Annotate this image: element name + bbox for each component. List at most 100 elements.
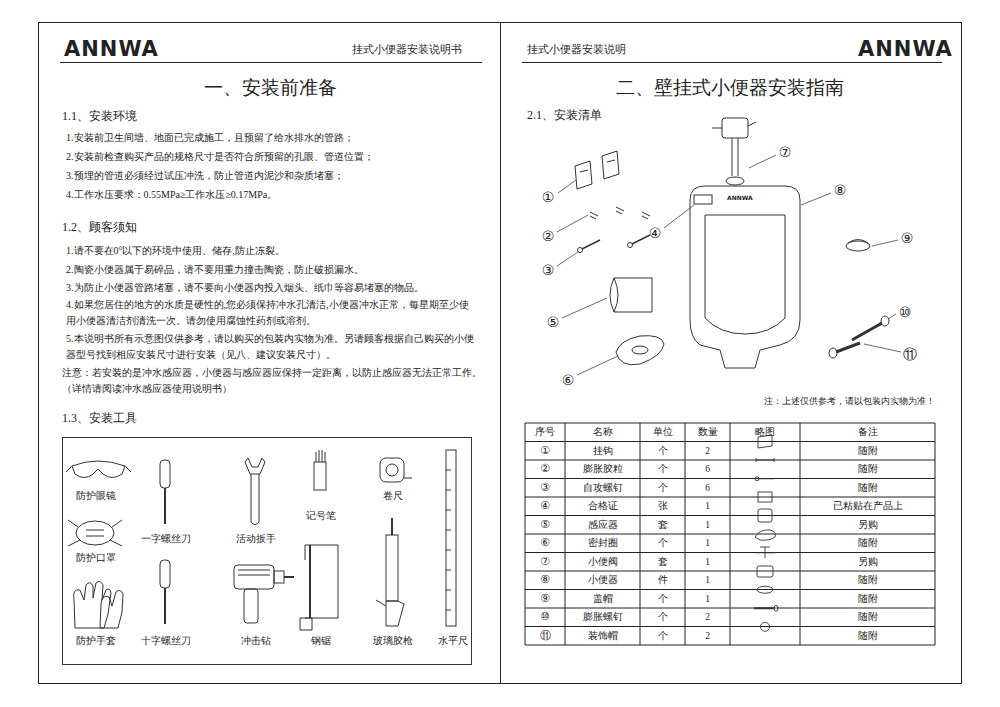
tool-label: 防护口罩 [56, 552, 136, 565]
tool-label: 钢锯 [281, 635, 361, 648]
body-text: 5.本说明书所有示意图仅供参考，请以购买的包装内实物为准。另请顾客根据自己购买的… [66, 331, 476, 363]
tool-drawings [74, 581, 111, 628]
leader-lines [558, 180, 576, 193]
tool-drawings [164, 488, 166, 524]
parts-illustration [726, 177, 744, 185]
table-cell: 随附 [800, 590, 935, 609]
table-cell: 随附 [800, 460, 935, 479]
parts-illustration [632, 235, 650, 244]
tool-drawings [404, 478, 412, 479]
tool-label: 防护眼镜 [56, 490, 136, 503]
tool-drawings [305, 545, 338, 618]
parts-illustration [690, 186, 800, 368]
table-cell: 个 [640, 590, 685, 609]
table-icons [757, 566, 773, 577]
tool-label: 记号笔 [281, 510, 361, 523]
parts-illustration [575, 161, 592, 189]
tool-label: 防护手套 [56, 635, 136, 648]
tools-frame: 防护眼镜防护口罩防护手套一字螺丝刀十字螺丝刀活动扳手冲击钻记号笔钢锯卷尺玻璃胶枪… [62, 437, 472, 665]
table-cell: 个 [640, 479, 685, 498]
tool-label: 卷尺 [353, 490, 433, 503]
table-icons [755, 530, 775, 540]
tool-label: 活动扳手 [216, 533, 296, 546]
table-cell: 随附 [800, 571, 935, 590]
body-text: 4.如果您居住的地方的水质是硬性的,您必须保持冲水孔清洁,小便器冲水正常，每星期… [66, 297, 476, 329]
table-icons [756, 458, 774, 462]
table-cell: ④ [525, 497, 565, 516]
tool-drawings [245, 458, 265, 474]
table-cell: 另购 [800, 516, 935, 535]
tool-drawings [376, 600, 386, 606]
parts-illustration [848, 240, 868, 244]
leader-lines [557, 215, 588, 232]
tool-drawings [446, 450, 456, 626]
table-cell: ③ [525, 479, 565, 498]
leader-lines [872, 240, 898, 246]
table-header: 略图 [730, 423, 800, 442]
page-heading: 二、壁挂式小便器安装指南 [580, 76, 880, 100]
body-text: 3.预埋的管道必须经过试压冲洗，防止管道内泥沙和杂质堵塞； [66, 168, 496, 184]
callout-number: ② [538, 227, 558, 245]
body-text: 1.安装前卫生间墙、地面已完成施工，且预留了给水排水的管路； [66, 130, 496, 146]
tool-drawings [76, 521, 114, 545]
table-icons [754, 607, 774, 609]
table-cell: 套 [640, 553, 685, 572]
leader-lines [577, 356, 618, 375]
body-text: 4.工作水压要求：0.55MPa≥工作水压≥0.17MPa。 [66, 187, 496, 203]
callout-number: ③ [538, 261, 558, 279]
table-cell: 件 [640, 571, 685, 590]
leader-lines [864, 344, 901, 352]
tool-drawings [309, 545, 311, 618]
note-text: 注：上述仅供参考，请以包装内实物为准！ [600, 396, 935, 407]
section-heading: 2.1、安装清单 [527, 108, 602, 123]
parts-illustration [836, 343, 860, 352]
tool-drawings [160, 560, 170, 588]
note-text: 注意：若安装的是冲水感应器，小便器与感应器应保持一定距离，以防止感应器无法正常工… [62, 365, 482, 397]
table-cell: ① [525, 442, 565, 461]
table-cell: 膨胀胶粒 [565, 460, 640, 479]
table-grid [935, 423, 936, 645]
tool-drawings [72, 461, 125, 478]
parts-illustration [575, 118, 889, 368]
leader-lines [801, 193, 831, 205]
leader-lines [664, 205, 694, 228]
section-heading: 1.3、安装工具 [62, 411, 137, 426]
leader-lines [557, 252, 578, 266]
table-header: 数量 [685, 423, 730, 442]
page-frame [39, 23, 962, 684]
table-grid [525, 423, 935, 645]
callout-number: ⑧ [830, 181, 850, 199]
table-cell: 个 [640, 534, 685, 553]
table-cell: 1 [685, 553, 730, 572]
table-grid [640, 423, 641, 645]
table-header: 序号 [525, 423, 565, 442]
tool-label: 玻璃胶枪 [353, 635, 433, 648]
callout-number: ④ [645, 224, 665, 242]
table-cell: 膨胀螺钉 [565, 608, 640, 627]
table-cell: 自攻螺钉 [565, 479, 640, 498]
table-cell: 6 [685, 479, 730, 498]
table-cell: 密封圈 [565, 534, 640, 553]
parts-illustration [590, 207, 650, 219]
table-grid [525, 423, 526, 645]
tool-label: 水平尺 [413, 635, 493, 648]
header-text: 挂式小便器安装说明 [527, 43, 626, 57]
table-cell: 1 [685, 516, 730, 535]
parts-illustration [578, 248, 583, 253]
table-cell: ⑥ [525, 534, 565, 553]
tool-drawings [300, 545, 312, 630]
table-cell: 6 [685, 460, 730, 479]
table-cell: 2 [685, 627, 730, 646]
table-cell: 随附 [800, 479, 935, 498]
tool-drawings [284, 576, 294, 578]
table-cell: 2 [685, 608, 730, 627]
table-cell: ② [525, 460, 565, 479]
table-cell: ⑪ [525, 627, 565, 646]
table-cell: 个 [640, 442, 685, 461]
callout-number: ⑪ [900, 345, 920, 363]
leader-lines [888, 314, 896, 319]
table-cell: 挂钩 [565, 442, 640, 461]
page-frame [522, 62, 942, 63]
parts-illustration [614, 278, 618, 312]
table-cell: 合格证 [565, 497, 640, 516]
